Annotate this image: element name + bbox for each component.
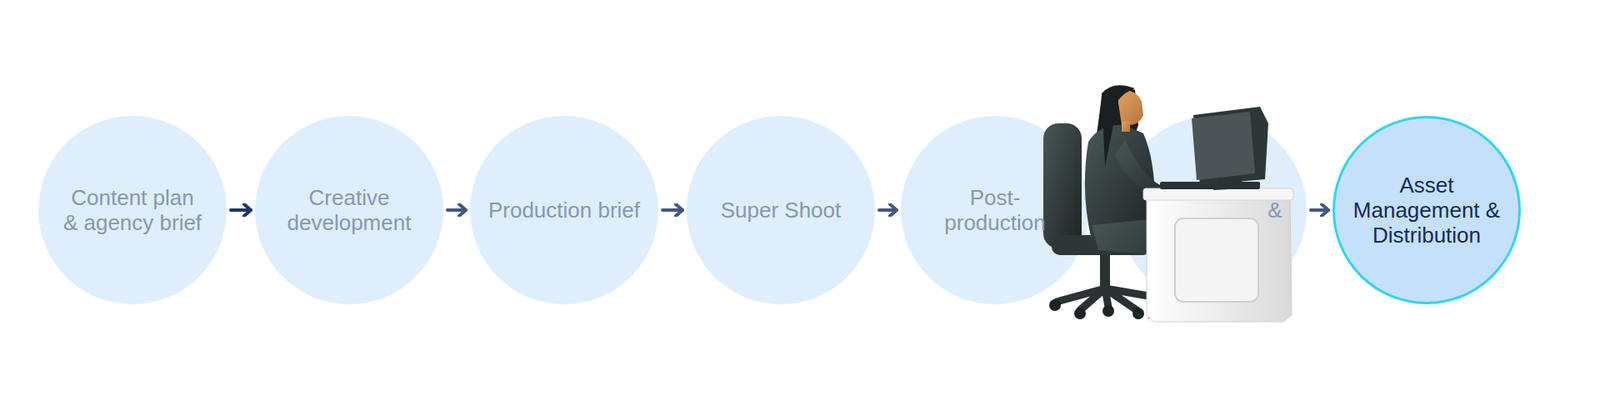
node-label: Content plan & agency brief: [61, 185, 204, 235]
circle-outline: [686, 115, 875, 305]
process-circle: Content plan & agency brief: [38, 115, 227, 305]
node-label: Creative development: [265, 185, 433, 235]
node-label: &: [1258, 197, 1292, 223]
flow-arrow: [662, 208, 683, 212]
process-circle: Asset Management & Distribution: [1332, 115, 1521, 305]
circle-outline: [900, 115, 1090, 305]
process-circle: Post-production: [900, 115, 1090, 305]
node-label: Production brief: [480, 197, 648, 223]
process-circle: Super Shoot: [686, 115, 875, 305]
flow-arrow: [1310, 208, 1329, 212]
circle-outline: [255, 115, 444, 305]
flow-arrow: [230, 208, 251, 212]
circle-outline: [38, 115, 227, 305]
process-circle: &: [1118, 115, 1307, 305]
process-circle: Production brief: [470, 115, 659, 305]
flow-arrow: [879, 208, 897, 212]
flow-arrow: [447, 208, 466, 212]
flow-arrow: [1093, 208, 1115, 212]
circle-outline: [470, 115, 659, 305]
node-label: Post-production: [932, 185, 1058, 235]
node-label: Asset Management & Distribution: [1343, 172, 1510, 248]
circle-outline: [1118, 115, 1307, 305]
circle-outline: [1334, 117, 1520, 304]
node-label: Super Shoot: [697, 197, 865, 223]
process-circle: Creative development: [255, 115, 444, 305]
